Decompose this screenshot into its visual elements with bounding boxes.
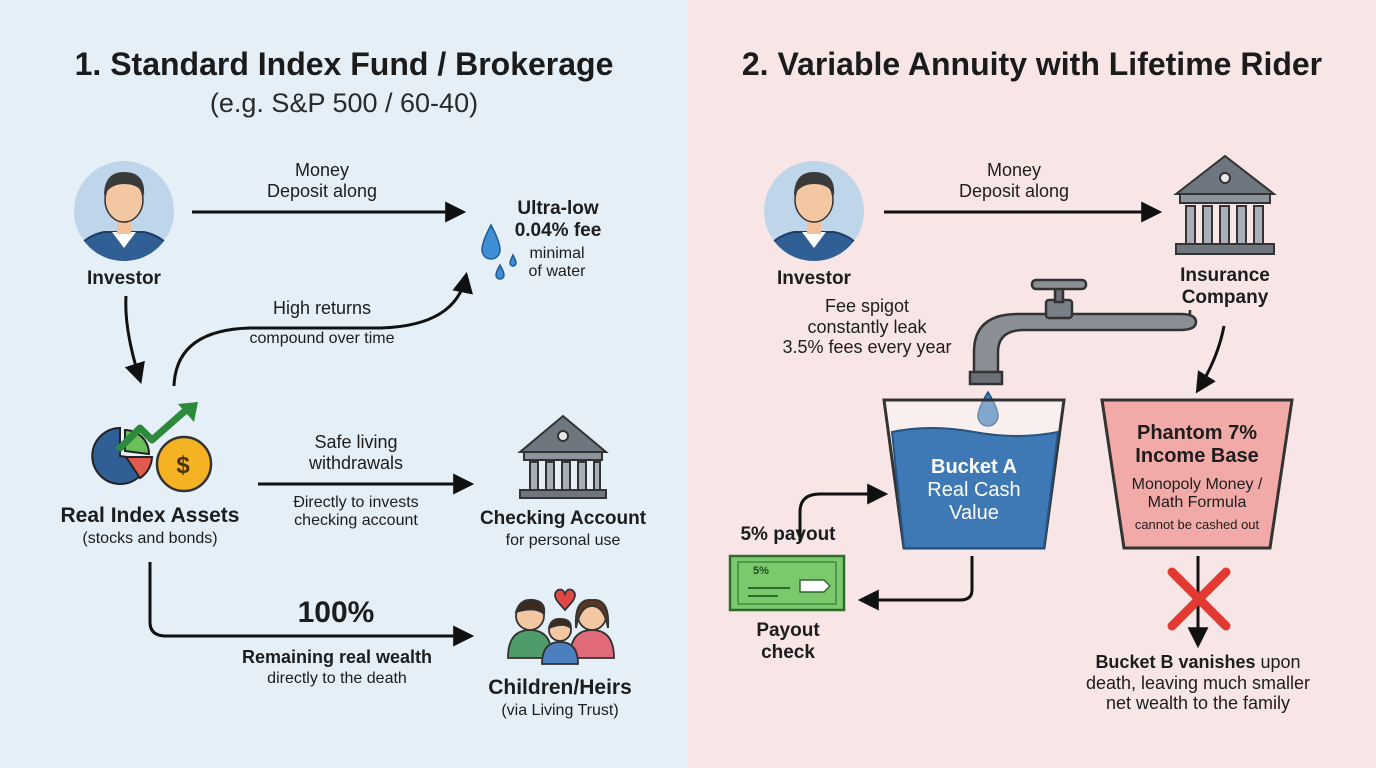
withdraw-note: Ðirectly to invests checking account	[293, 494, 419, 530]
right-panel-background	[688, 0, 1376, 768]
checking-account-note: for personal use	[505, 532, 621, 549]
left-title: 1. Standard Index Fund / Brokerage	[74, 46, 614, 82]
bank-building-left-icon	[517, 414, 609, 499]
remaining-label: Remaining real wealth	[241, 647, 433, 667]
deposit-label-left: Money Deposit along	[266, 160, 378, 201]
bucket-a-icon	[882, 398, 1066, 550]
high-returns-arrow	[172, 271, 473, 387]
investor-avatar-left-icon	[74, 161, 174, 261]
payout-to-bucket-arrow	[798, 483, 889, 542]
family-icon	[507, 588, 615, 665]
payout-check-icon	[728, 554, 846, 612]
withdraw-label: Safe living withdrawals	[308, 432, 404, 473]
heirs-label: Children/Heirs	[488, 676, 632, 699]
insurance-to-phantom-arrow	[1195, 325, 1226, 394]
percent-label: 100%	[297, 596, 375, 629]
assets-label: Real Index Assets	[60, 504, 240, 527]
phantom-note: Monopoly Money / Math Formula	[1131, 476, 1263, 512]
left-subtitle: (e.g. S&P 500 / 60-40)	[209, 88, 479, 118]
heirs-arrow	[148, 562, 475, 647]
fee-block-left: Ultra-low 0.04% fee	[488, 198, 628, 242]
investor-avatar-right-icon	[764, 161, 864, 261]
water-drops-icon	[481, 223, 517, 280]
phantom-income-label: Phantom 7% Income Base	[1135, 422, 1259, 467]
investor-label-right: Investor	[777, 268, 851, 289]
fee-note: minimal of water	[528, 245, 586, 281]
investor-label-left: Investor	[87, 268, 161, 289]
investor-to-assets-arrow	[124, 295, 145, 385]
fee-title: Ultra-low	[517, 198, 599, 219]
high-returns-label: High returns	[272, 298, 372, 318]
red-x-icon	[1167, 567, 1231, 631]
bucket-to-check-arrow	[857, 556, 974, 611]
bucket-a-label: Bucket A Real Cash Value	[927, 456, 1021, 524]
insurance-company-label: Insurance Company	[1180, 265, 1270, 308]
phantom-cannot-cash: cannot be cashed out	[1134, 517, 1260, 532]
remaining-note: directly to the death	[267, 670, 407, 687]
index-assets-icon	[91, 402, 213, 493]
phantom-bucket-icon	[1100, 398, 1294, 550]
check-percent: 5%	[753, 565, 769, 577]
assets-note: (stocks and bonds)	[82, 530, 218, 547]
deposit-label-right: Money Deposit along	[958, 160, 1070, 201]
vanish-label: Bucket B vanishes upon death, leaving mu…	[1085, 652, 1311, 714]
insurance-building-icon	[1173, 154, 1277, 255]
spigot-label: Fee spigot constantly leak 3.5% fees eve…	[782, 296, 952, 358]
fee-spigot-icon	[968, 278, 1198, 386]
drip-drop-icon	[977, 390, 999, 427]
payout-check-label: Payout check	[756, 620, 820, 663]
coin-dollar-icon: $	[176, 452, 190, 479]
heirs-note: (via Living Trust)	[501, 702, 619, 719]
checking-account-label: Checking Account	[479, 508, 647, 529]
payout-label: 5% payout	[740, 524, 836, 545]
right-title: 2. Variable Annuity with Lifetime Rider	[741, 46, 1323, 82]
high-returns-note: compound over time	[249, 330, 395, 347]
